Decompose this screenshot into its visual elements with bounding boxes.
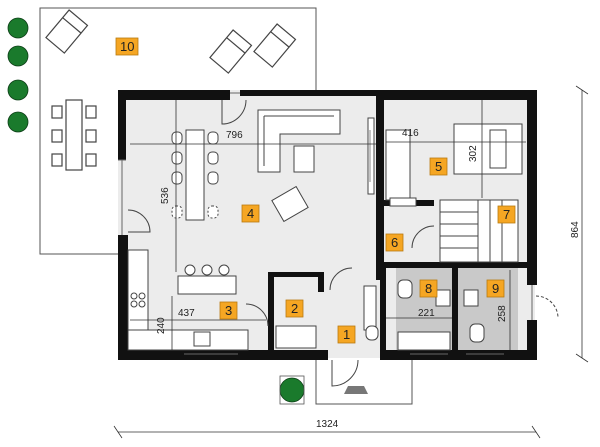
dimension-lines bbox=[113, 85, 589, 439]
corner-sofa bbox=[257, 109, 341, 173]
bed bbox=[453, 123, 523, 175]
terrace-furniture bbox=[45, 9, 297, 171]
room-tag-4: 4 bbox=[241, 204, 260, 223]
bedroom-furniture bbox=[385, 123, 523, 207]
washbasin bbox=[435, 289, 451, 307]
plant-icon bbox=[7, 79, 29, 101]
room-tag-6: 6 bbox=[385, 233, 404, 252]
bar-stool bbox=[184, 264, 196, 276]
room-tag-7: 7 bbox=[497, 205, 516, 224]
windows bbox=[118, 92, 533, 355]
dim-bath-width: 221 bbox=[418, 308, 435, 319]
svg-text:7: 7 bbox=[503, 207, 510, 222]
room-tag-10: 10 bbox=[115, 37, 139, 56]
kitchen-island bbox=[177, 275, 237, 295]
room-tag-9: 9 bbox=[486, 279, 505, 298]
hob-icon bbox=[130, 292, 146, 308]
sun-lounger bbox=[45, 9, 89, 54]
plant-icon bbox=[7, 17, 29, 39]
plant-icon bbox=[279, 377, 305, 403]
room-tag-5: 5 bbox=[429, 157, 448, 176]
plant-icon bbox=[7, 45, 29, 67]
plant-icon bbox=[7, 111, 29, 133]
svg-text:3: 3 bbox=[225, 303, 232, 318]
plants bbox=[7, 17, 305, 405]
dim-kitchen-width: 437 bbox=[178, 308, 195, 319]
sun-lounger bbox=[209, 29, 253, 74]
svg-text:2: 2 bbox=[291, 301, 298, 316]
toilet-icon bbox=[469, 323, 485, 343]
pantry-shelf bbox=[275, 325, 317, 349]
svg-text:9: 9 bbox=[492, 281, 499, 296]
sun-lounger bbox=[253, 23, 297, 68]
room-tags: 10 4 5 6 7 8 9 3 bbox=[115, 37, 516, 344]
svg-text:1: 1 bbox=[343, 327, 350, 342]
room-tag-1: 1 bbox=[337, 325, 356, 344]
door-swing bbox=[245, 303, 269, 327]
door-swing bbox=[329, 267, 353, 291]
armchair bbox=[271, 185, 309, 223]
svg-text:6: 6 bbox=[391, 235, 398, 250]
door-swing bbox=[221, 99, 247, 125]
svg-text:5: 5 bbox=[435, 159, 442, 174]
room-tag-3: 3 bbox=[219, 301, 238, 320]
wardrobe bbox=[385, 129, 411, 201]
dim-wc-depth: 258 bbox=[497, 305, 508, 322]
kitchen-counter bbox=[127, 329, 249, 351]
svg-text:8: 8 bbox=[425, 281, 432, 296]
wardrobe bbox=[363, 285, 377, 331]
toilet-icon bbox=[397, 279, 413, 299]
dining-table bbox=[171, 129, 219, 221]
kitchen-furniture bbox=[127, 249, 379, 351]
doors bbox=[127, 99, 559, 387]
room-tag-8: 8 bbox=[419, 279, 438, 298]
bar-stool bbox=[218, 264, 230, 276]
dim-living-depth: 536 bbox=[160, 187, 171, 204]
room-tag-2: 2 bbox=[285, 299, 304, 318]
toilet-icon bbox=[365, 325, 379, 341]
washbasin bbox=[463, 289, 479, 307]
door-swing bbox=[411, 225, 435, 249]
living-furniture bbox=[171, 109, 375, 223]
bathroom-fixtures bbox=[397, 279, 485, 351]
dim-total-depth: 864 bbox=[570, 221, 581, 238]
door-swing bbox=[535, 295, 559, 319]
dim-living-width: 796 bbox=[226, 130, 243, 141]
door-swing bbox=[127, 209, 151, 233]
svg-text:10: 10 bbox=[120, 39, 134, 54]
outdoor-dining-table bbox=[51, 99, 97, 171]
bathtub bbox=[397, 331, 451, 351]
coffee-table bbox=[293, 145, 315, 173]
desk bbox=[389, 197, 417, 207]
sink-icon bbox=[193, 331, 211, 347]
svg-text:4: 4 bbox=[247, 206, 254, 221]
tv-unit bbox=[367, 117, 375, 195]
entrance-door bbox=[331, 359, 359, 387]
bar-stool bbox=[201, 264, 213, 276]
dim-bedroom-width: 416 bbox=[402, 128, 419, 139]
dimension-labels: 796 416 536 302 437 240 221 258 1324 864 bbox=[156, 128, 581, 430]
entrance-step bbox=[315, 360, 413, 405]
dim-bedroom-depth: 302 bbox=[468, 145, 479, 162]
dim-total-width: 1324 bbox=[316, 419, 339, 430]
dim-kitchen-depth: 240 bbox=[156, 317, 167, 334]
